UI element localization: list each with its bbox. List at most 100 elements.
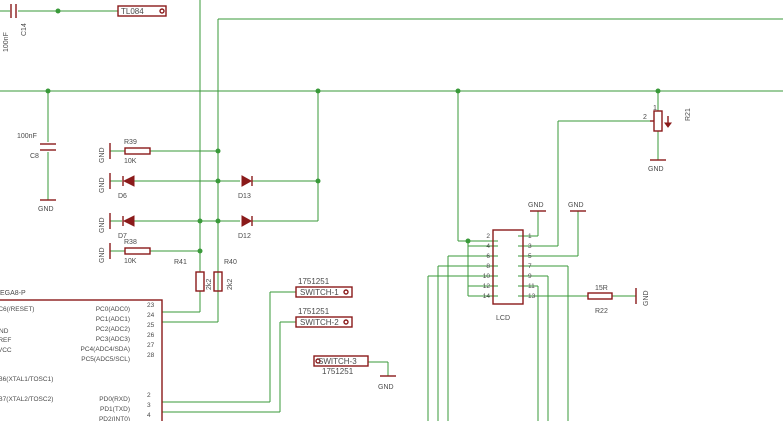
mcu-pin-label: PC0(ADC0) [95,306,130,313]
r39-value: 10K [124,158,137,165]
mcu-pin-number: 23 [147,302,155,309]
d6-name: D6 [118,193,127,200]
switch3-part: 1751251 [322,367,354,376]
mcu-pin-number: 28 [147,352,155,359]
mcu-pin-label: PC6(/RESET) [0,306,35,313]
diode-d7[interactable]: D7 [118,215,135,240]
lcd-pin-label: 8 [486,263,490,270]
switch-3[interactable]: SWITCH-3 1751251 [313,355,369,376]
mcu-pin-number: 25 [147,322,155,329]
lcd-pin-label: 12 [482,283,490,290]
junctions [45,8,661,254]
c14-name: C14 [21,23,28,36]
switch-1[interactable]: SWITCH-1 1751251 [295,277,353,298]
switch-2[interactable]: SWITCH-2 1751251 [295,307,353,328]
mcu-pin-number: 24 [147,312,155,319]
resistor-r41[interactable]: R41 2k2 [174,259,213,292]
r22-name: R22 [595,308,608,315]
lcd-label: LCD [496,315,510,322]
gnd-c8-label: GND [38,206,54,213]
resistor-r39[interactable]: R39 10K [124,139,151,165]
switch3-name: SWITCH-3 [318,357,357,366]
switch2-name: SWITCH-2 [300,318,339,327]
r21-pin2: 2 [643,114,647,121]
mcu-pin-label: PD1(TXD) [100,406,130,413]
mcu-pin-number: 4 [147,412,151,419]
gnd-d7: GND [99,217,106,233]
mcu-pin-label: PB7(XTAL2/TOSC2) [0,396,54,403]
c8-value: 100nF [17,133,37,140]
lcd-pin-label: 13 [528,293,536,300]
resistor-r38[interactable]: R38 10K [124,239,151,265]
r38-name: R38 [124,239,137,246]
gnd-r21: GND [648,159,666,173]
gnd-r22-label: GND [643,290,650,306]
mcu-pin-label: GND [0,328,9,335]
r21-name: R21 [685,108,692,121]
gnd-r21-label: GND [648,166,664,173]
gnd-switch3: GND [378,375,396,391]
gnd-lcd: GND GND [528,202,586,212]
lcd-pin-label: 11 [528,283,535,290]
mcu-pin-label: PC1(ADC1) [95,316,130,323]
gnd-r38: GND [99,247,106,263]
c14-value: 100nF [3,32,10,52]
gnd-lcd-1: GND [528,202,544,209]
mcu-pin-label: AREF [0,337,12,344]
mcu-pin-label: PB6(XTAL1/TOSC1) [0,376,54,383]
lcd-pin-label: 10 [482,273,490,280]
mcu-pin-number: 2 [147,392,151,399]
switch1-name: SWITCH-1 [300,288,339,297]
c8-name: C8 [30,153,39,160]
lcd-pin-label: 5 [528,253,532,260]
d12-name: D12 [238,233,251,240]
diode-d6[interactable]: D6 [118,175,135,200]
lcd-pin-label: 6 [486,253,490,260]
mcu-pin-label: PC5(ADC5/SCL) [81,356,130,363]
opamp-tl084[interactable]: TL084 [117,5,167,17]
switch1-part: 1751251 [298,277,330,286]
mcu-pin-label: AVCC [0,347,12,354]
mcu-pin-number: 27 [147,342,155,349]
diode-d13[interactable]: D13 [238,175,253,200]
mcu-pin-label: PD2(INT0) [98,416,130,421]
gnd-d6: GND [99,177,106,193]
d7-name: D7 [118,233,127,240]
lcd-pin-label: 1 [528,233,532,240]
gnd-c8: GND [38,199,56,213]
mcu-pin-number: 26 [147,332,155,339]
gnd-r22: GND [635,288,650,306]
r40-value: 2k2 [227,279,234,290]
microcontroller[interactable]: EGA8-P [0,290,163,421]
lcd-pin-label: 4 [486,243,490,250]
potentiometer-r21[interactable]: 1 2 R21 [643,105,692,132]
resistor-r22[interactable]: 15R R22 [587,285,613,315]
mcu-name: EGA8-P [0,290,26,297]
r38-value: 10K [124,258,137,265]
mcu-pin-label: PD0(RXD) [99,396,130,403]
gnd-switch3-label: GND [378,384,394,391]
mcu-pin-number: 3 [147,402,151,409]
lcd-pin-label: 2 [486,233,490,240]
mcu-pin-label: PC2(ADC2) [95,326,130,333]
r39-name: R39 [124,139,137,146]
r22-value: 15R [595,285,608,292]
gnd-lcd-2: GND [568,202,584,209]
diode-d12[interactable]: D12 [238,215,253,240]
mcu-pin-label: PC4(ADC4/SDA) [80,346,130,353]
r41-value: 2k2 [206,279,213,290]
gnd-symbols-left: GND GND GND GND [99,143,111,263]
lcd-pin-label: 7 [528,263,532,270]
mcu-pin-label: PC3(ADC3) [95,336,130,343]
r40-name: R40 [224,259,237,266]
switch2-part: 1751251 [298,307,330,316]
lcd-pin-label: 3 [528,243,532,250]
gnd-r39: GND [99,147,106,163]
opamp-label: TL084 [121,7,144,16]
resistor-r40[interactable]: R40 2k2 [213,259,237,292]
capacitor-c14[interactable]: C14 100nF [3,4,28,52]
capacitor-c8[interactable]: 100nF C8 [17,133,56,160]
lcd-connector[interactable]: LCD [492,229,524,322]
